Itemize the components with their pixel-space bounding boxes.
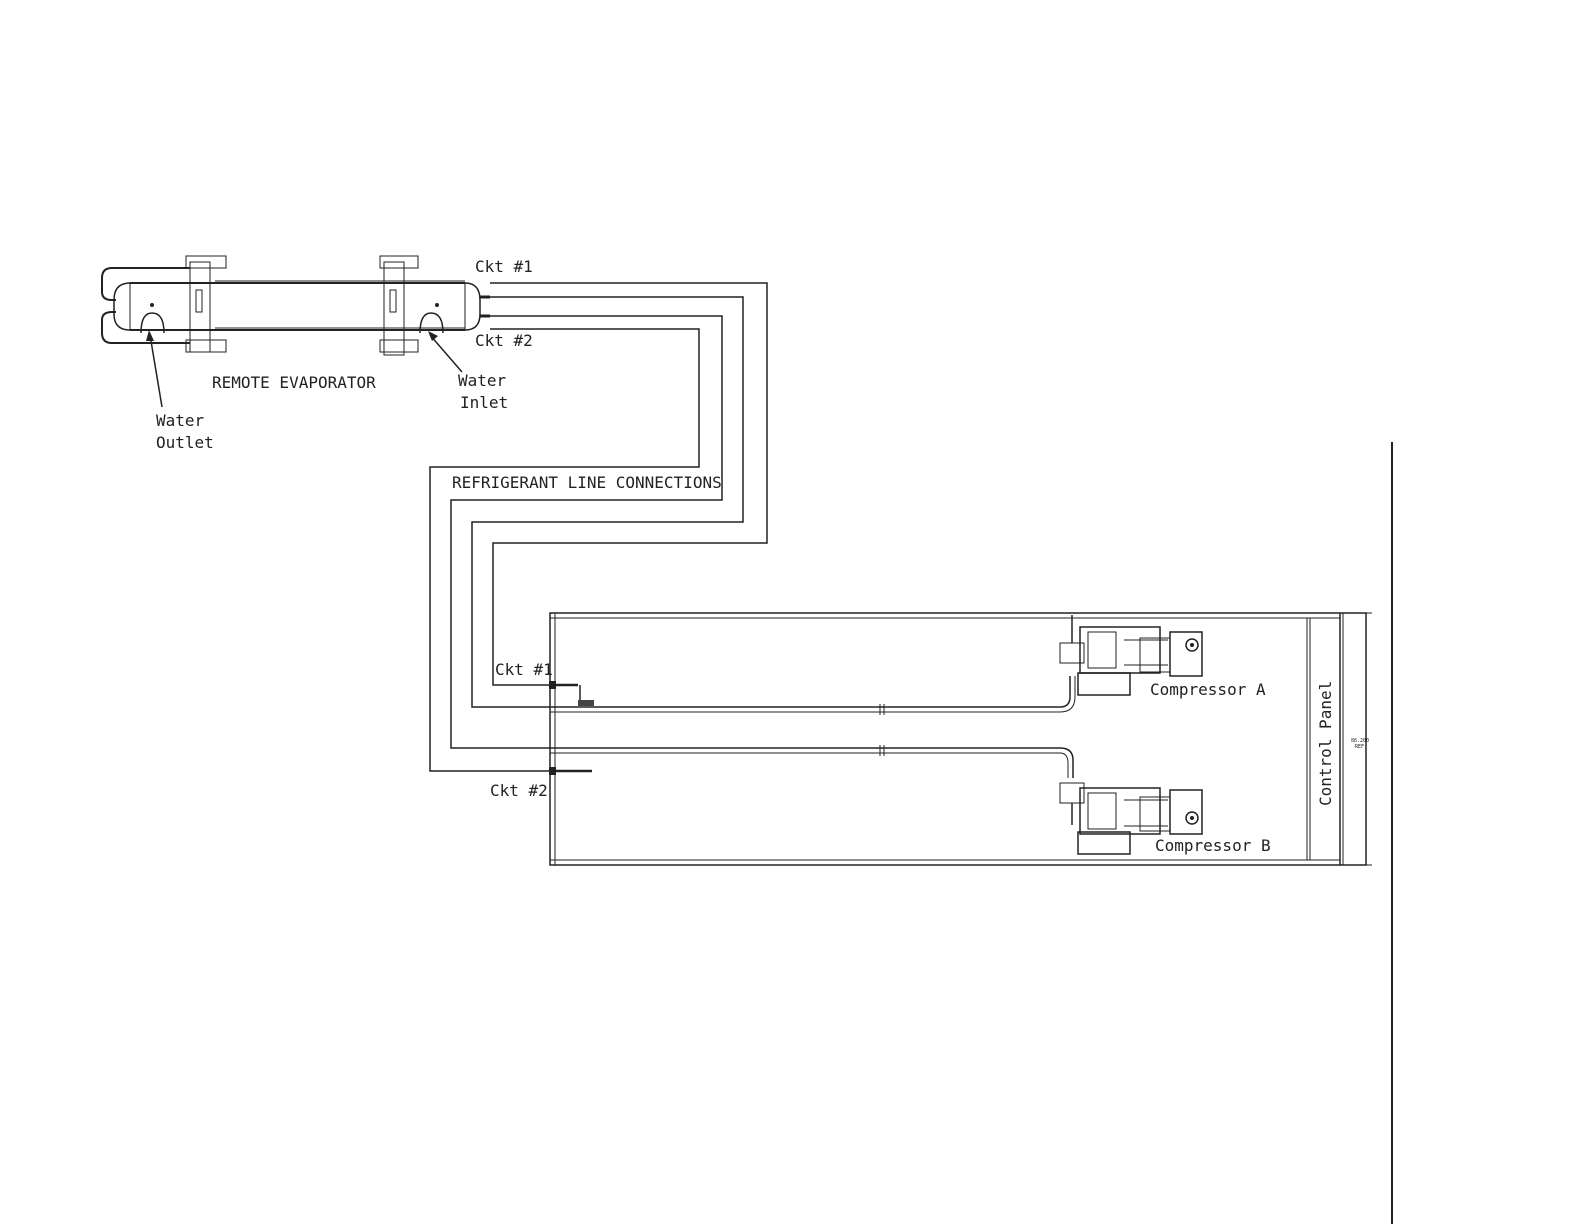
water-outlet-arrow [146, 330, 162, 407]
remote-evaporator-label: REMOTE EVAPORATOR [212, 373, 376, 392]
ckt1-unit-label: Ckt #1 [495, 660, 553, 679]
ckt2-evaporator-label: Ckt #2 [475, 331, 533, 350]
suction-line-b [550, 745, 1073, 778]
ckt2-unit-label: Ckt #2 [490, 781, 548, 800]
water-inlet-arrow [428, 331, 462, 372]
refrigerant-line-connections-label: REFRIGERANT LINE CONNECTIONS [452, 473, 722, 492]
ckt1-evaporator-label: Ckt #1 [475, 257, 533, 276]
control-panel-label: Control Panel [1316, 681, 1335, 806]
water-inlet-label-line2: Inlet [460, 393, 508, 412]
compressor-b-label: Compressor B [1155, 836, 1271, 855]
water-outlet-label-line1: Water [156, 411, 205, 430]
suction-line-a [550, 676, 1075, 715]
water-outlet-label-line2: Outlet [156, 433, 214, 452]
ckt1-service-valve [549, 681, 594, 706]
refrigerant-line-ckt1-inner [472, 297, 743, 707]
compressor-a-label: Compressor A [1150, 680, 1266, 699]
water-inlet-label-line1: Water [458, 371, 507, 390]
condensing-unit-outline [550, 613, 1372, 865]
ckt2-service-valve [549, 767, 592, 775]
dimension-ref: REF [1355, 744, 1364, 750]
